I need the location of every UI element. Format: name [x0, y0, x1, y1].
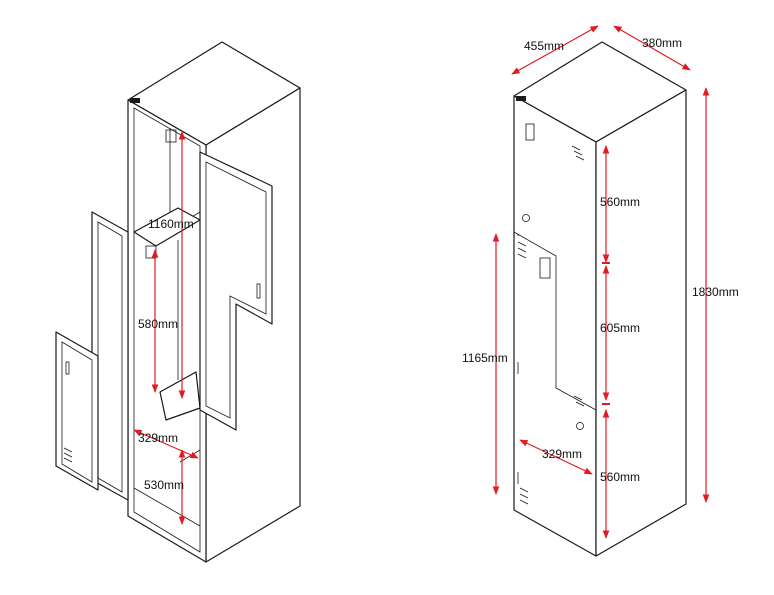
- lower-key-lock: [576, 422, 584, 430]
- upper-key-lock: [522, 214, 530, 222]
- label-560mm-bottom: 560mm: [600, 470, 640, 484]
- label-455mm: 455mm: [524, 39, 564, 53]
- dim-arrow-329-open: [133, 429, 199, 459]
- dim-arrow-380: [613, 25, 691, 71]
- coat-hook-upper: [165, 129, 177, 143]
- label-1165mm: 1165mm: [462, 351, 508, 365]
- brand-badge: [130, 98, 140, 103]
- closed-locker-drawing: 455mm 380mm 560mm 605mm 560mm 1830mm 116…: [462, 25, 739, 557]
- label-580mm: 580mm: [138, 317, 178, 331]
- label-530mm: 530mm: [144, 478, 184, 492]
- upper-door-open: [199, 151, 273, 431]
- z-door-split: [513, 231, 597, 411]
- lower-lock-plate: [539, 257, 551, 279]
- label-1160mm: 1160mm: [148, 217, 194, 231]
- closed-locker-side: [595, 89, 687, 557]
- open-locker-drawing: 1160mm 580mm 329mm 530mm: [55, 41, 301, 563]
- label-329mm-open: 329mm: [138, 431, 178, 445]
- label-1830mm: 1830mm: [692, 285, 739, 299]
- label-560mm-top: 560mm: [600, 195, 640, 209]
- vent-slots: [517, 145, 585, 505]
- label-380mm: 380mm: [642, 36, 682, 50]
- label-329mm-closed: 329mm: [542, 447, 582, 461]
- closed-locker-front: [513, 95, 597, 557]
- bottom-door-open: [55, 331, 99, 491]
- dim-arrow-329-closed: [519, 439, 593, 475]
- open-locker-opening: [133, 107, 201, 553]
- label-605mm: 605mm: [600, 321, 640, 335]
- brand-badge-closed: [516, 96, 526, 101]
- open-locker-front: [127, 99, 207, 563]
- dim-ticks: [602, 262, 610, 405]
- dim-arrow-455: [511, 25, 599, 75]
- upper-lock-plate: [525, 123, 535, 141]
